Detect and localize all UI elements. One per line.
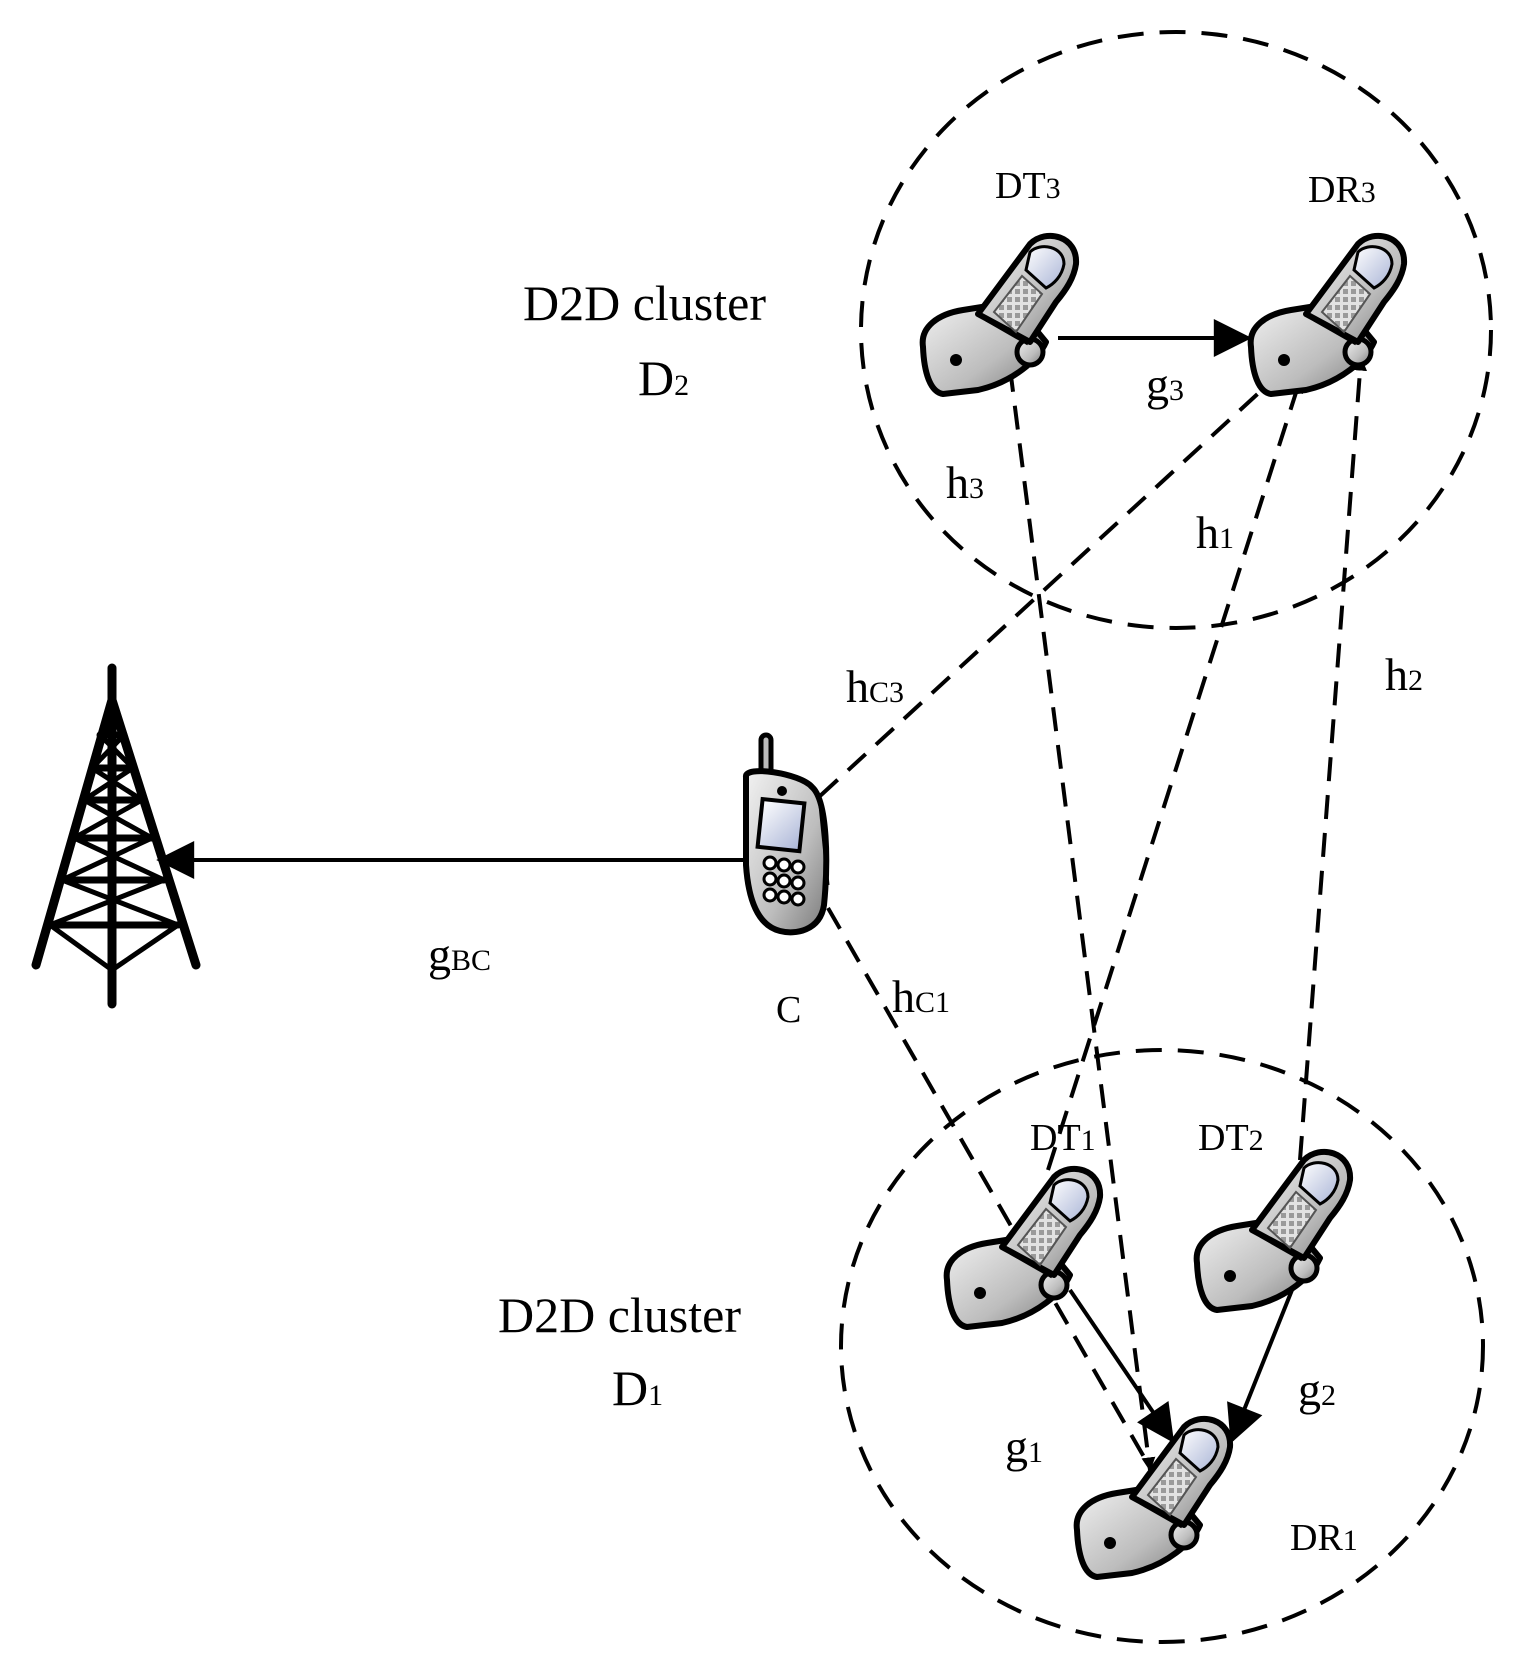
d2d-cluster-d1-boundary — [839, 1048, 1485, 1644]
link-g2 — [1227, 1274, 1300, 1444]
link-label-h2: h2 — [1385, 649, 1423, 700]
link-label-h3: h3 — [946, 457, 984, 508]
flip-phone-icon — [1251, 236, 1404, 394]
device-label-dt3: DT3 — [995, 165, 1061, 207]
link-h3 — [1008, 367, 1156, 1472]
link-label-gbc: gBC — [428, 929, 491, 980]
flip-phone-icon — [1077, 1419, 1230, 1577]
link-label-g2: g2 — [1298, 1364, 1336, 1415]
device-label-dt1: DT1 — [1030, 1117, 1096, 1159]
flip-phone-icon — [923, 236, 1076, 394]
link-hc3 — [818, 353, 1302, 798]
device-label-dr1: DR1 — [1290, 1517, 1358, 1559]
link-label-g1: g1 — [1005, 1421, 1043, 1472]
link-h1 — [1046, 378, 1303, 1171]
interference-links — [818, 353, 1368, 1492]
desired-links — [156, 319, 1300, 1444]
link-g1 — [1068, 1288, 1175, 1444]
device-label-c: C — [776, 989, 801, 1031]
flip-phone-icon — [1197, 1152, 1350, 1310]
link-h2 — [1298, 356, 1368, 1161]
cluster-d1-name: D1 — [612, 1360, 663, 1416]
link-hc1 — [826, 907, 1165, 1492]
device-label-dr3: DR3 — [1308, 169, 1376, 211]
d2d-cluster-d2-boundary — [859, 30, 1493, 630]
cluster-d1-label: D2D cluster — [498, 1287, 741, 1343]
cluster-d2-name: D2 — [638, 350, 689, 406]
link-label-hc1: hC1 — [892, 971, 950, 1022]
cluster-d2-label: D2D cluster — [523, 275, 766, 331]
link-label-h1: h1 — [1196, 507, 1234, 558]
cellular-phone-icon — [743, 732, 830, 936]
base-station-tower-icon — [31, 663, 201, 1009]
link-label-hc3: hC3 — [846, 661, 904, 712]
link-label-g3: g3 — [1146, 359, 1184, 410]
device-label-dt2: DT2 — [1198, 1117, 1264, 1159]
